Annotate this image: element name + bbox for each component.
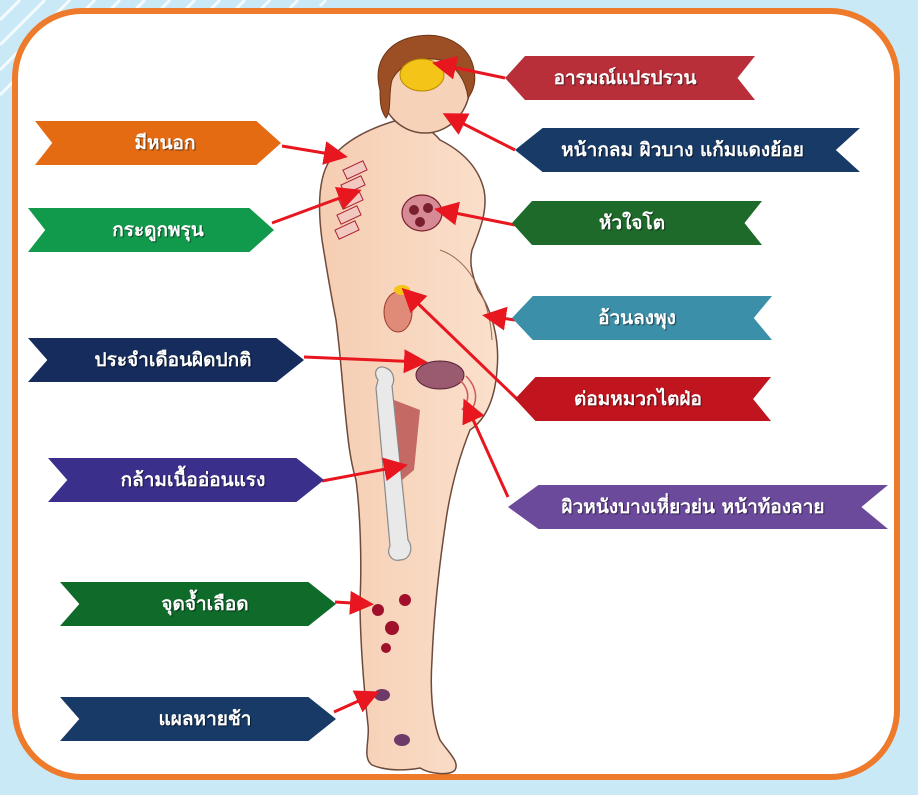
label-muscle-weakness: กล้ามเนื้ออ่อนแรง bbox=[48, 458, 324, 502]
brain bbox=[400, 59, 444, 91]
label-mood-swings: อารมณ์แปรปรวน bbox=[505, 56, 755, 100]
label-slow-healing: แผลหายช้า bbox=[60, 697, 336, 741]
label-central-obesity: อ้วนลงพุง bbox=[512, 296, 772, 340]
ulcer-ankle bbox=[394, 734, 410, 746]
label-menstrual: ประจำเดือนผิดปกติ bbox=[28, 338, 304, 382]
label-osteoporosis: กระดูกพรุน bbox=[28, 208, 274, 252]
kidney bbox=[384, 292, 412, 332]
adrenal-gland bbox=[394, 285, 410, 295]
label-adrenal-atrophy: ต่อมหมวกไตฝ่อ bbox=[515, 377, 771, 421]
ulcer-knee bbox=[374, 689, 390, 701]
label-enlarged-heart: หัวใจโต bbox=[512, 201, 762, 245]
label-thin-skin: ผิวหนังบางเหี่ยวย่น หน้าท้องลาย bbox=[508, 485, 888, 529]
label-round-face: หน้ากลม ผิวบาง แก้มแดงย้อย bbox=[515, 128, 860, 172]
label-buffalo-hump: มีหนอก bbox=[35, 121, 281, 165]
uterus bbox=[416, 361, 464, 389]
label-bruising: จุดจ้ำเลือด bbox=[60, 582, 336, 626]
